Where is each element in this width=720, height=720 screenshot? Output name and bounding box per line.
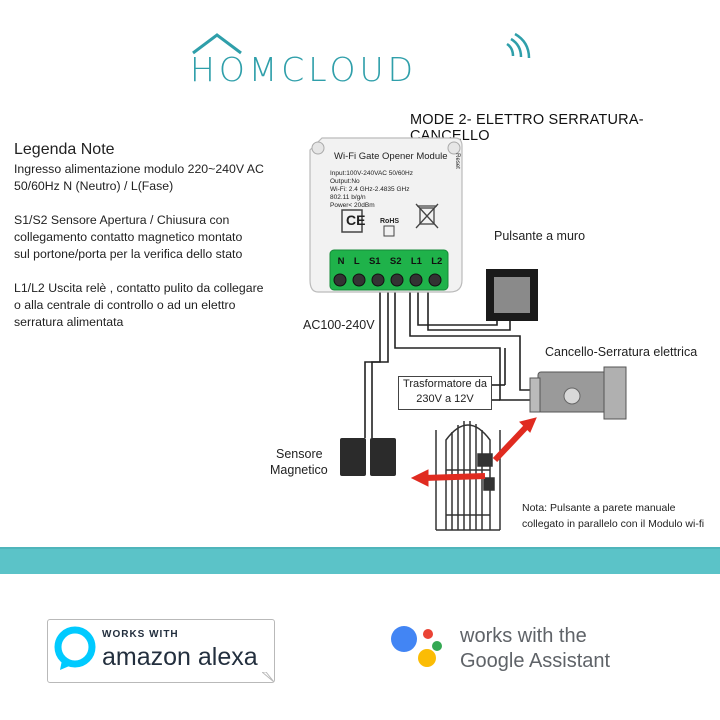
google-works-with: works with the	[460, 625, 587, 647]
terminal-s2: S2	[389, 256, 402, 267]
google-dots-icon	[391, 626, 442, 667]
spec-line: Power< 20dBm	[330, 202, 375, 209]
wires	[364, 290, 530, 438]
electric-lock-icon	[529, 366, 627, 420]
terminal-n: N	[337, 256, 345, 267]
sensor-label-1: Sensore	[276, 447, 323, 461]
divider-band-edge	[0, 547, 720, 549]
legend-line: 50/60Hz N (Neutro) / L(Fase)	[14, 179, 174, 193]
google-assistant-name: Google Assistant	[460, 650, 611, 672]
transformer-box: Trasformatore da 230V a 12V	[398, 376, 492, 410]
ac-label: AC100-240V	[303, 318, 375, 332]
legend-line: o alla centrale di controllo o ad un ele…	[14, 298, 236, 312]
legend-line: collegamento contatto magnetico montato	[14, 230, 243, 244]
divider-band	[0, 547, 720, 574]
terminal-labels: N L S1 S2 L1 L2	[333, 256, 447, 267]
alexa-name: amazon alexa	[102, 643, 258, 671]
terminal-l: L	[353, 256, 360, 267]
note-line-2: collegato in parallelo con il Modulo wi-…	[522, 518, 705, 530]
homcloud-logo	[192, 32, 531, 59]
legend-line: L1/L2 Uscita relè , contatto pulito da c…	[14, 281, 264, 295]
spec-line: Wi-Fi: 2.4 GHz-2.4835 GHz	[330, 186, 410, 193]
module-specs: Input:100V-240VAC 50/60Hz Output:No Wi-F…	[330, 170, 413, 210]
legend-line: Ingresso alimentazione modulo 220~240V A…	[14, 162, 264, 176]
transformer-label-2: 230V a 12V	[416, 393, 474, 405]
gate-lock-label: Cancello-Serratura elettrica	[545, 345, 698, 359]
reset-label: Reset	[453, 153, 460, 169]
spec-line: Input:100V-240VAC 50/60Hz	[330, 170, 413, 177]
red-arrow-icon	[410, 417, 537, 487]
ce-mark: CE	[346, 212, 366, 228]
alexa-works-with: WORKS WITH	[102, 629, 179, 640]
house-logo-icon	[192, 33, 242, 55]
sensor-label-2: Magnetico	[270, 463, 328, 477]
spec-line: 802.11 b/g/n	[330, 194, 366, 201]
wifi-signal-icon	[506, 32, 531, 59]
spec-line: Output:No	[330, 178, 360, 185]
terminal-s1: S1	[368, 256, 381, 267]
module-title: Wi-Fi Gate Opener Module	[334, 151, 448, 162]
alexa-ring-icon	[54, 626, 96, 670]
brand-name: HOMCLOUD	[190, 50, 418, 89]
legend-line: S1/S2 Sensore Apertura / Chiusura con	[14, 213, 230, 227]
legend-line: sul portone/porta per la verifica dello …	[14, 247, 243, 261]
magnetic-sensor-icon	[340, 438, 396, 476]
legend-line: serratura alimentata	[14, 315, 124, 329]
legend-title: Legenda Note	[14, 141, 115, 158]
rohs-mark: RoHS	[380, 218, 400, 225]
wifi-gate-module	[309, 137, 463, 293]
wheelie-bin-icon	[415, 203, 439, 229]
wall-button-icon	[486, 269, 538, 321]
badge-tail-icon	[262, 672, 275, 683]
transformer-label-1: Trasformatore da	[403, 378, 487, 390]
wall-button-label: Pulsante a muro	[494, 229, 586, 243]
terminal-l2: L2	[431, 256, 443, 267]
note-text: Nota: Pulsante a parete manuale collegat…	[522, 500, 704, 532]
note-line-1: Nota: Pulsante a parete manuale	[522, 502, 676, 514]
terminal-l1: L1	[410, 256, 422, 267]
